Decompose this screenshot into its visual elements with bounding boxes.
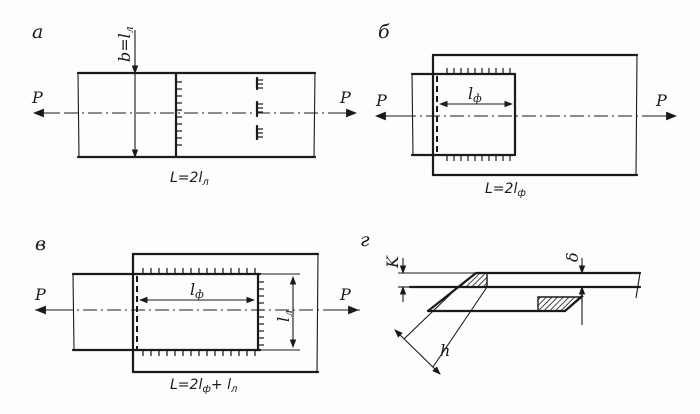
panel-g-h-label: h (440, 341, 450, 360)
panel-g: г K δ (360, 229, 642, 375)
panel-a-force-left-label: P (31, 88, 43, 107)
panel-v-front-label: lл (274, 310, 295, 322)
panel-g-letter: г (360, 229, 370, 251)
panel-g-k-label: K (383, 255, 402, 269)
panel-a-formula: L=2lл (170, 170, 209, 188)
panel-v-flank-weld-top (142, 268, 256, 274)
panel-b-letter: б (378, 21, 390, 43)
panel-b-narrow-plate-break (411, 73, 414, 156)
panel-b-force-left-label: P (375, 91, 387, 110)
panel-b-flank-weld-bottom (446, 155, 511, 161)
panel-b-flank-weld-top (446, 68, 511, 74)
panel-v-force-left-label: P (34, 285, 46, 304)
panel-v-formula: L=2lф+ lл (170, 377, 238, 395)
panel-b-flank-label: lф (468, 84, 482, 105)
panel-g-upper-plate-break (635, 272, 641, 299)
panel-b-formula: L=2lф (485, 181, 526, 199)
panel-g-delta-label: δ (563, 252, 582, 262)
panel-v: в (34, 233, 360, 395)
panel-v-force-right-label: P (339, 285, 351, 304)
panel-v-letter: в (35, 233, 46, 255)
panel-a-broken-weld (255, 76, 263, 141)
panel-g-weld-left (455, 272, 488, 288)
panel-a: а (31, 21, 358, 188)
panel-a-plate-right-break (313, 72, 316, 158)
panel-v-wide-plate-break (316, 253, 319, 373)
panel-v-narrow-plate-break (72, 273, 75, 351)
panel-b: б (374, 21, 678, 199)
panel-a-letter: а (32, 21, 43, 43)
panel-g-h-dim (394, 329, 441, 375)
panel-a-plate-left-break (77, 72, 80, 158)
panel-a-width-label: b=lл (115, 26, 136, 62)
panel-v-flank-label: lф (190, 280, 204, 301)
panel-b-top-plate-break (635, 54, 638, 176)
panel-a-force-right-label: P (339, 88, 351, 107)
panel-g-weld-right (537, 296, 584, 312)
panel-v-flank-weld-bottom (142, 350, 256, 356)
panel-a-weld-hatch (176, 81, 182, 146)
panel-b-force-right-label: P (655, 91, 667, 110)
